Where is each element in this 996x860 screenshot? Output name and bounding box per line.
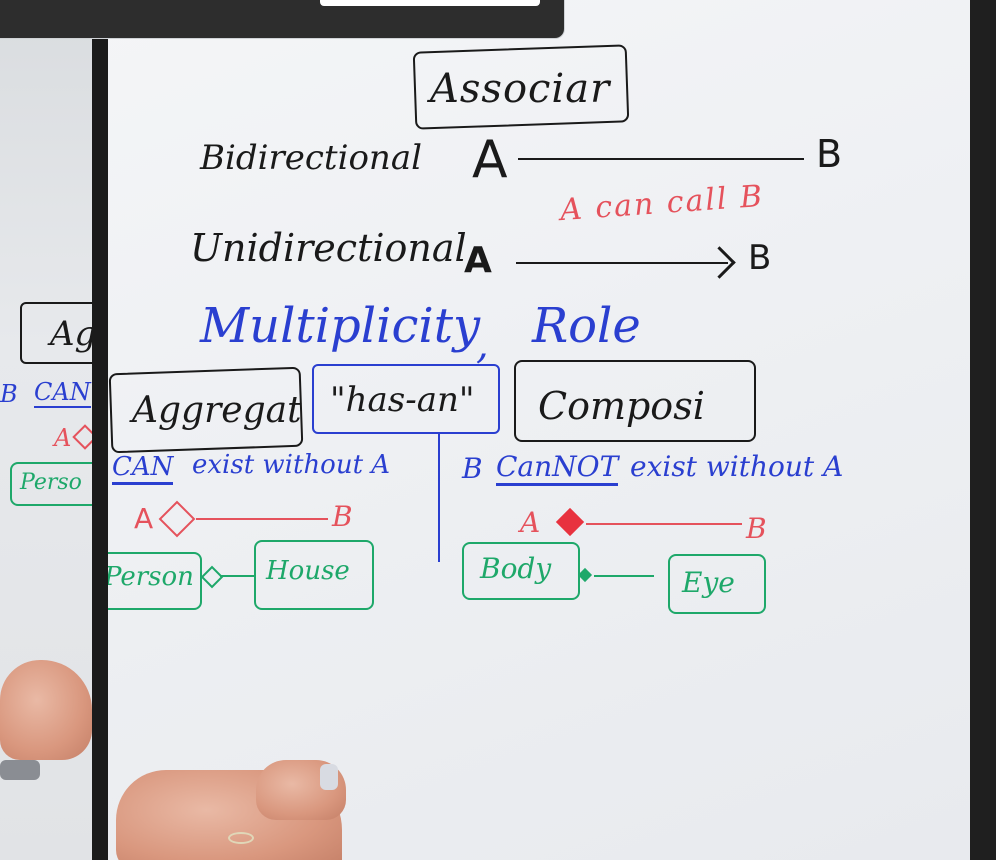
person-house-line bbox=[220, 575, 254, 577]
marker-icon bbox=[320, 764, 338, 790]
small-filled-diamond-icon bbox=[577, 567, 593, 583]
body-eye-line bbox=[594, 575, 654, 577]
hollow-diamond-icon bbox=[158, 500, 196, 538]
aggregation-can: CAN bbox=[112, 452, 174, 485]
unidirectional-line bbox=[516, 262, 728, 264]
filled-diamond-icon bbox=[555, 507, 585, 537]
right-frame-edge bbox=[970, 0, 996, 860]
composition-box bbox=[514, 360, 756, 442]
whiteboard: Associar Bidirectional A B A can call B … bbox=[108, 0, 970, 860]
multiplicity-label: Multiplicity bbox=[200, 298, 481, 354]
has-a-label: "has-an" bbox=[330, 380, 475, 420]
section-divider bbox=[438, 432, 440, 562]
arrow-head-icon bbox=[703, 246, 736, 279]
bidirectional-label: Bidirectional bbox=[200, 138, 422, 178]
composition-note: exist without A bbox=[630, 450, 844, 483]
unidirectional-b: B bbox=[748, 238, 772, 278]
small-hollow-diamond-icon bbox=[200, 565, 224, 589]
person-label: Person bbox=[108, 562, 194, 592]
house-box bbox=[254, 540, 374, 610]
composition-label: Composi bbox=[538, 384, 705, 428]
left-sleeve bbox=[0, 760, 40, 780]
house-label: House bbox=[266, 556, 350, 586]
has-a-box bbox=[312, 364, 500, 434]
left-diamond-icon bbox=[72, 424, 92, 450]
frame-divider bbox=[92, 0, 108, 860]
bidirectional-a: A bbox=[472, 130, 508, 190]
title-text: Associar bbox=[430, 66, 611, 112]
aggregation-line bbox=[196, 518, 328, 520]
unidirectional-label: Unidirectional bbox=[190, 226, 467, 270]
left-person-box bbox=[10, 462, 92, 506]
bidirectional-line bbox=[518, 158, 804, 160]
aggregation-a: A bbox=[134, 502, 154, 535]
bidirectional-b: B bbox=[816, 132, 843, 176]
unidirectional-a: A bbox=[464, 240, 492, 281]
composition-cannot: CanNOT bbox=[496, 450, 619, 486]
aggregation-label: Aggregat bbox=[132, 390, 302, 431]
eye-label: Eye bbox=[682, 566, 735, 599]
can-call-note: A can call B bbox=[559, 178, 766, 229]
left-title-fragment: Ag bbox=[50, 314, 92, 354]
left-hand bbox=[0, 660, 92, 760]
video-top-overlay[interactable] bbox=[0, 0, 565, 39]
ring bbox=[228, 832, 254, 844]
comma: , bbox=[476, 322, 489, 368]
left-title-box bbox=[20, 302, 92, 364]
body-label: Body bbox=[480, 552, 552, 585]
person-box bbox=[108, 552, 202, 610]
left-a-fragment: A bbox=[54, 424, 72, 452]
eye-box bbox=[668, 554, 766, 614]
left-person-fragment: Perso bbox=[20, 470, 82, 495]
role-label: Role bbox=[532, 298, 641, 354]
composition-a: A bbox=[520, 506, 541, 539]
composition-line bbox=[586, 523, 742, 525]
body-box bbox=[462, 542, 580, 600]
overlay-input-field[interactable] bbox=[320, 0, 540, 6]
aggregation-b: B bbox=[332, 500, 353, 533]
composition-b-end: B bbox=[746, 512, 767, 545]
previous-frame-strip: Ag B CAN A Perso bbox=[0, 0, 92, 860]
left-b-fragment: B bbox=[0, 380, 18, 408]
left-can-fragment: CAN bbox=[34, 378, 91, 408]
composition-b: B bbox=[462, 452, 483, 485]
aggregation-note: exist without A bbox=[192, 450, 391, 480]
